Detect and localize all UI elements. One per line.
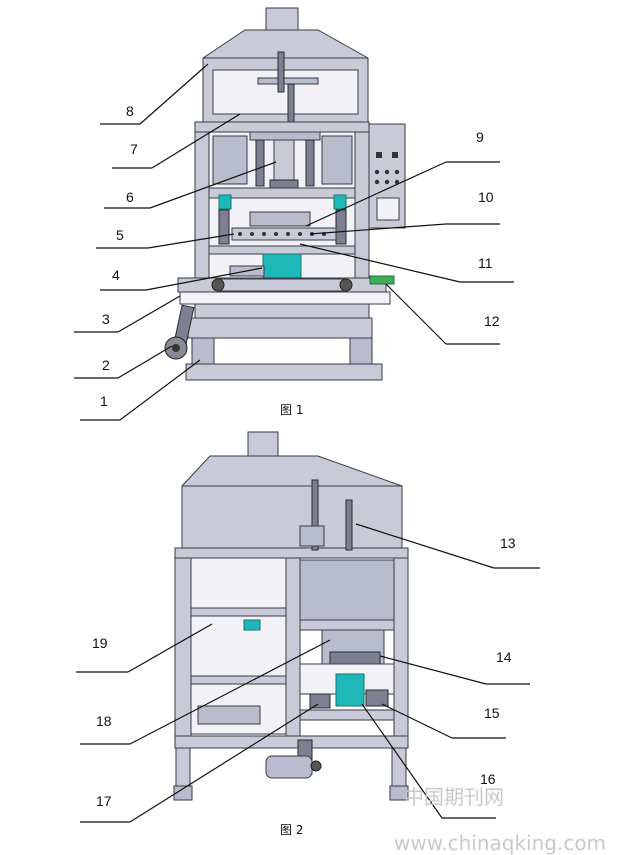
- callout-7: 7: [130, 141, 138, 157]
- callout-11: 11: [478, 255, 493, 271]
- callout-9: 9: [476, 129, 484, 145]
- callout-8: 8: [126, 103, 134, 119]
- callout-2: 2: [102, 357, 110, 373]
- callout-4: 4: [112, 267, 120, 283]
- callout-15: 15: [484, 705, 500, 721]
- callout-19: 19: [92, 635, 108, 651]
- figure-1-machine: [164, 7, 406, 381]
- callout-13: 13: [500, 535, 516, 551]
- callout-16: 16: [480, 771, 496, 787]
- figure-2-leaders: [76, 523, 540, 823]
- figure-2-caption: 图 2: [280, 823, 303, 837]
- callout-10: 10: [478, 189, 494, 205]
- figure-1-caption: 图 1: [280, 403, 303, 417]
- watermark-cn: 中国期刊网: [404, 785, 504, 809]
- figure-2-callouts: 13 14 15 16 17 18 19: [92, 535, 516, 809]
- figure-1-callouts: 1 2 3 4 5 6 7 8 9 10 11 12: [100, 103, 500, 409]
- callout-14: 14: [496, 649, 512, 665]
- watermark-url: www.chinaqking.com: [394, 831, 606, 855]
- callout-1: 1: [100, 393, 108, 409]
- figure-1-leaders: [74, 63, 514, 421]
- callout-5: 5: [116, 227, 124, 243]
- callout-3: 3: [102, 311, 110, 327]
- callout-17: 17: [96, 793, 112, 809]
- figure-2-machine: [173, 431, 409, 801]
- callout-18: 18: [96, 713, 112, 729]
- callout-12: 12: [484, 313, 500, 329]
- callout-6: 6: [126, 189, 134, 205]
